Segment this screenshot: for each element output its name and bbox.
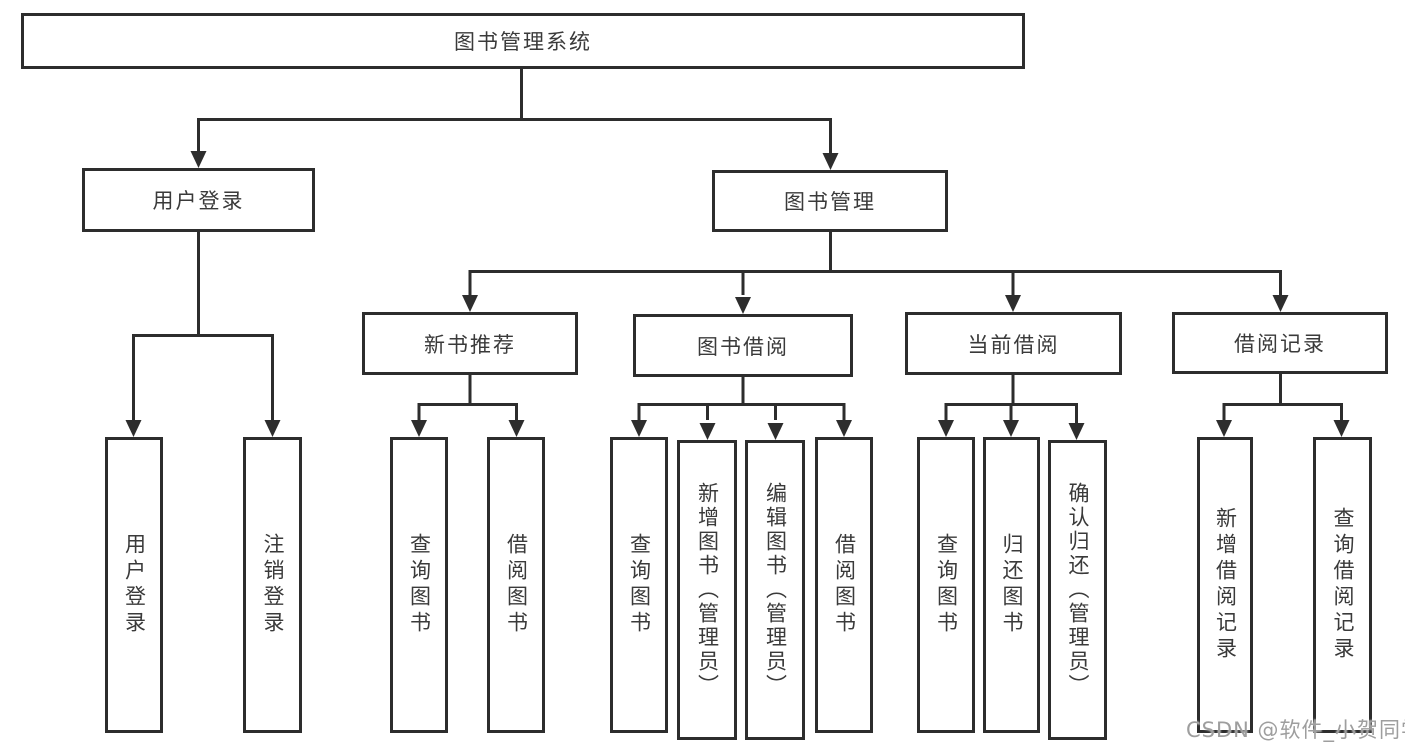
csdn-watermark: CSDN @软件_小贺同学 — [1186, 718, 1405, 742]
leaf-return-books: 归还图书 — [983, 437, 1040, 733]
arrow-down-icon — [264, 420, 281, 437]
leaf-add-borrow-record: 新增借阅记录 — [1197, 437, 1253, 733]
leaf-logout: 注销登录 — [243, 437, 302, 733]
arrow-down-icon — [190, 151, 207, 168]
arrow-down-icon — [1003, 420, 1019, 437]
leaf-edit-books-admin: 编辑图书（管理员） — [745, 440, 805, 740]
leaf-confirm-return-admin: 确认归还（管理员） — [1048, 440, 1107, 740]
connector-line — [637, 403, 846, 420]
connector-line — [197, 118, 832, 153]
arrow-down-icon — [1005, 295, 1021, 312]
node-library-management-system: 图书管理系统 — [21, 13, 1025, 69]
node-new-book-recommend: 新书推荐 — [362, 312, 578, 375]
node-book-management: 图书管理 — [712, 170, 948, 232]
node-user-login: 用户登录 — [82, 168, 315, 232]
arrow-down-icon — [735, 297, 751, 314]
arrow-down-icon — [836, 420, 852, 437]
leaf-borrow-books: 借阅图书 — [487, 437, 545, 733]
arrow-down-icon — [699, 423, 716, 440]
arrow-down-icon — [767, 423, 784, 440]
leaf-query-borrow-record: 查询借阅记录 — [1313, 437, 1372, 733]
leaf-query-books: 查询图书 — [610, 437, 668, 733]
arrow-down-icon — [508, 420, 525, 437]
leaf-user-login: 用户登录 — [105, 437, 163, 733]
arrow-down-icon — [1333, 420, 1350, 437]
leaf-query-books: 查询图书 — [917, 437, 975, 733]
arrow-down-icon — [1216, 420, 1232, 437]
arrow-down-icon — [462, 295, 478, 312]
arrow-down-icon — [938, 420, 954, 437]
connector-line — [417, 403, 518, 420]
node-book-borrow: 图书借阅 — [633, 314, 853, 377]
leaf-query-books: 查询图书 — [390, 437, 448, 733]
arrow-down-icon — [125, 420, 142, 437]
arrow-down-icon — [1272, 295, 1289, 312]
node-current-borrow: 当前借阅 — [905, 312, 1122, 375]
leaf-add-books-admin: 新增图书（管理员） — [677, 440, 737, 740]
connector-line — [132, 334, 274, 420]
leaf-borrow-books: 借阅图书 — [815, 437, 873, 733]
arrow-down-icon — [822, 153, 839, 170]
arrow-down-icon — [631, 420, 647, 437]
connector-line — [1222, 403, 1343, 420]
connector-line — [468, 270, 1282, 295]
node-borrow-record: 借阅记录 — [1172, 312, 1388, 374]
arrow-down-icon — [1068, 423, 1085, 440]
arrow-down-icon — [411, 420, 427, 437]
